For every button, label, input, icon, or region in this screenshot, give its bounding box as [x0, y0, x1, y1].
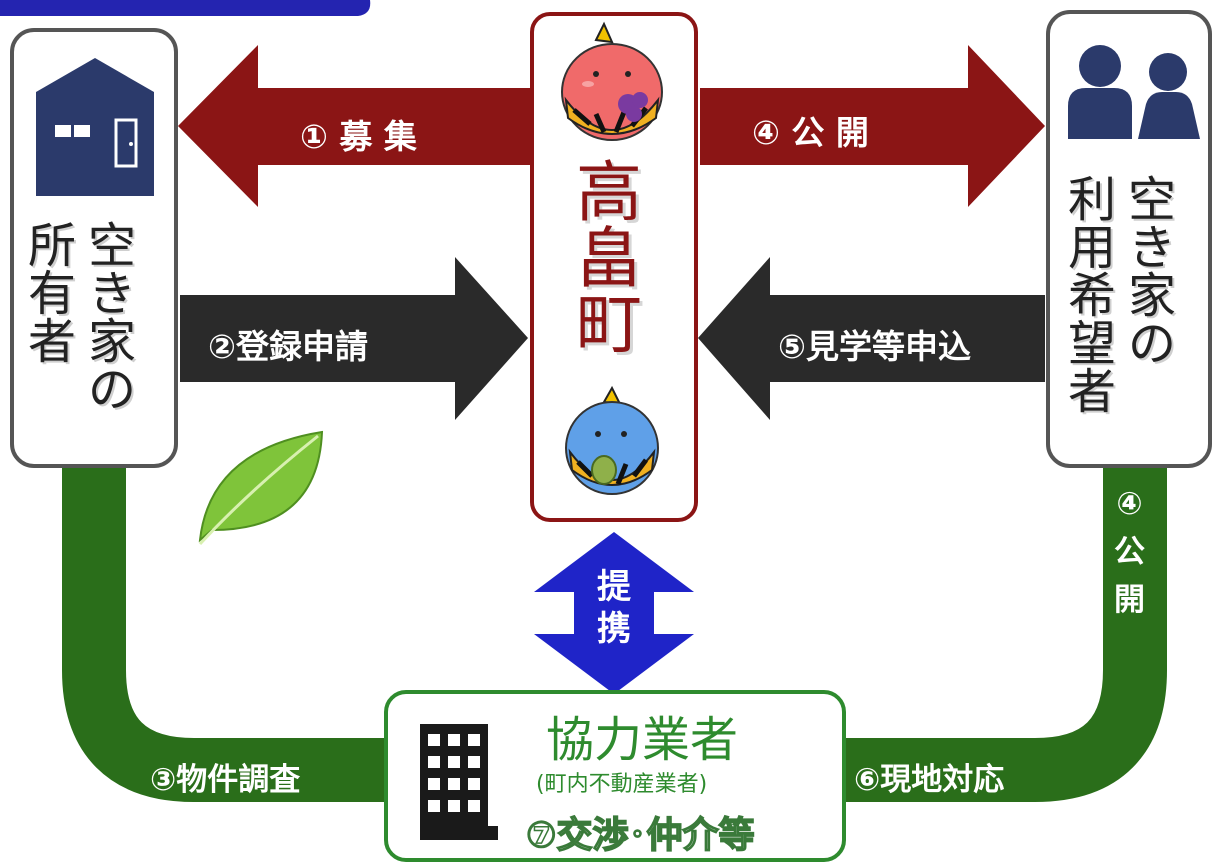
user-char: 望: [1068, 316, 1117, 372]
onsite-flow-path: [830, 455, 1167, 802]
owner-label-left: 所 有 者: [28, 222, 76, 366]
header-banner: [0, 0, 371, 16]
user-char: 空: [1128, 172, 1177, 228]
user-char: の: [1128, 316, 1177, 372]
recruit-label: ① 募 集: [300, 117, 417, 156]
partner-box: [384, 690, 846, 862]
register-label: ②登録申請: [208, 327, 368, 366]
user-label-left: 利 用 希 望 者: [1068, 176, 1116, 416]
onsite-label: ⑥現地対応: [854, 762, 1005, 798]
register-arrow: [180, 257, 528, 420]
owner-char: 者: [28, 314, 77, 370]
publish-top-label: ④ 公 開: [752, 113, 869, 152]
partner-sub: (町内不動産業者): [536, 772, 708, 797]
partner-name: 協力業者: [546, 712, 739, 768]
mascot-blue-icon: [565, 385, 659, 495]
owner-char: 所: [28, 218, 77, 274]
owner-char: の: [88, 362, 137, 418]
tieup-arrow: [534, 532, 694, 694]
user-char: 希: [1068, 268, 1117, 324]
town-name: 高 畠 町: [576, 160, 642, 358]
survey-flow-path: [62, 460, 400, 802]
mascot-pink-icon: [561, 21, 663, 141]
publish-arrow: [700, 45, 1045, 207]
tieup-char: 提: [597, 567, 631, 607]
owner-char: 家: [88, 314, 137, 370]
house-icon: [36, 58, 154, 196]
recruit-arrow: [178, 45, 530, 207]
user-char: 用: [1068, 220, 1117, 276]
user-char: 者: [1068, 364, 1117, 420]
publish-side-char: 公: [1114, 534, 1145, 570]
people-icon: [1068, 45, 1200, 139]
user-char: 家: [1128, 268, 1177, 324]
town-name-char: 高: [576, 154, 642, 231]
building-icon: [420, 724, 498, 840]
owner-label-right: 空 き 家 の: [88, 222, 136, 414]
partner-task: ⑦交渉･仲介等: [525, 814, 755, 857]
owner-char: 有: [28, 266, 77, 322]
town-name-char: 町: [576, 286, 642, 363]
owner-char: き: [88, 266, 137, 322]
town-name-char: 畠: [576, 220, 642, 297]
user-char: き: [1128, 220, 1177, 276]
user-char: 利: [1068, 172, 1117, 228]
survey-label: ③物件調査: [150, 762, 301, 798]
tieup-label: 提 携: [597, 566, 631, 650]
town-box: [530, 12, 698, 522]
leaf-icon: [198, 430, 324, 546]
publish-side-char: ④: [1116, 486, 1143, 522]
visit-arrow: [698, 257, 1045, 420]
user-label-right: 空 き 家 の: [1128, 176, 1176, 368]
visit-label: ⑤見学等申込: [778, 327, 971, 366]
publish-side-char: 開: [1114, 582, 1145, 618]
publish-side-label: ④ 公 開: [1114, 480, 1145, 624]
owner-char: 空: [88, 218, 137, 274]
tieup-char: 携: [597, 609, 631, 649]
